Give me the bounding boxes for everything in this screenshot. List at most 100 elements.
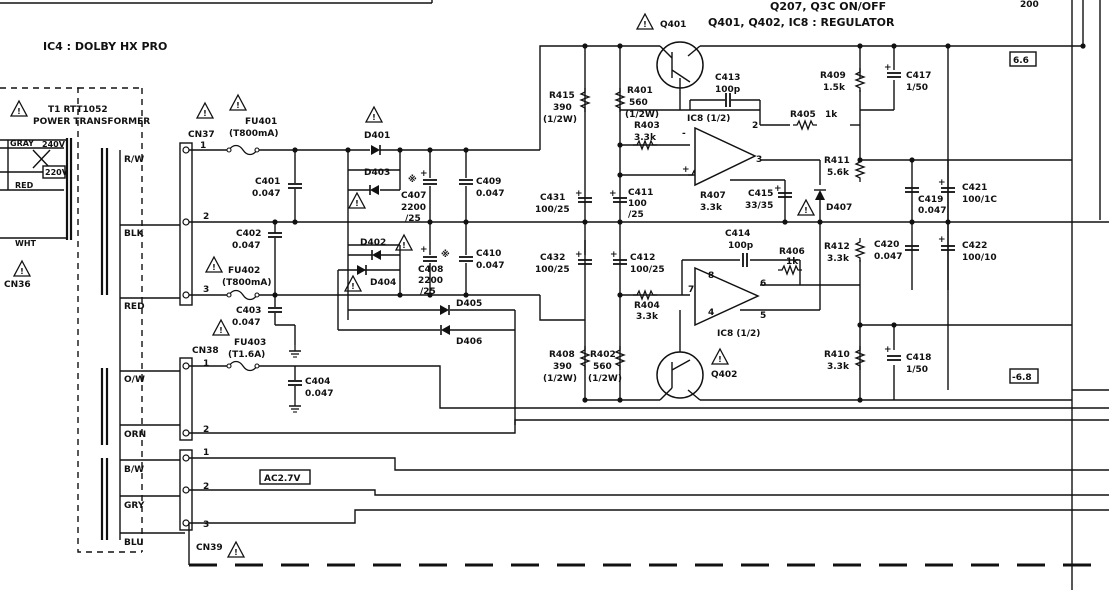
svg-text:C411: C411 [628,188,653,198]
svg-text:100: 100 [628,199,647,209]
svg-text:5.6k: 5.6k [827,168,850,178]
rail-neg-box: -6.8 [1009,368,1039,384]
svg-text:D406: D406 [456,337,482,347]
svg-text:(T800mA): (T800mA) [229,129,279,139]
svg-text:R412: R412 [824,242,850,252]
svg-text:C413: C413 [715,73,740,83]
svg-text:R401: R401 [627,86,653,96]
svg-text:1: 1 [200,141,206,151]
svg-text:Q402: Q402 [711,370,737,380]
capacitor-c415: + C415 33/35 [745,184,793,211]
cn37-label: CN37 [188,130,215,140]
fuse-fu401: FU401 (T800mA) [226,94,279,156]
capacitor-c419: C419 0.047 [904,187,946,216]
diode-d405: D405 [439,299,482,316]
svg-text:IC8 (1/2): IC8 (1/2) [687,114,730,124]
rail-pos-box: 6.6 [1009,51,1037,67]
svg-text:+: + [609,189,617,199]
header-top-text: Q207, Q3C ON/OFF [770,0,886,13]
svg-text:6: 6 [760,279,766,289]
capacitor-c407: + ※ C407 2200 /25 [401,169,438,224]
t1-wht: WHT [15,239,37,248]
t1-gray: GRAY [10,139,34,148]
svg-text:3.3k: 3.3k [636,312,659,322]
connector-cn37: CN37 1 2 3 [179,102,215,306]
connector-cn38: CN38 1 2 [179,346,219,441]
junction-dots [272,43,1086,403]
svg-text:0.047: 0.047 [476,189,504,199]
cn36-label: CN36 [4,280,31,290]
svg-text:0.047: 0.047 [232,318,260,328]
secondary-wire-labels: R/W BLK RED O/W ORN B/W GRY BLU [120,155,185,548]
transformer: GRAY 240V 220V RED WHT T1 RTT1052 POWER … [0,87,150,553]
svg-text:C419: C419 [918,195,943,205]
ac-voltage-box: AC2.7V [259,469,311,485]
svg-text:C401: C401 [255,177,280,187]
svg-text:3.3k: 3.3k [700,203,723,213]
svg-text:R405: R405 [790,110,816,120]
svg-text:/25: /25 [405,214,421,224]
svg-text:-: - [682,129,686,139]
svg-text:(1/2W): (1/2W) [588,374,622,384]
transformer-ref: T1 RTT1052 [48,105,108,115]
svg-text:8: 8 [708,271,714,281]
transistor-q402: Q402 [656,310,737,401]
svg-text:+: + [884,345,892,355]
svg-text:2200: 2200 [418,276,443,286]
svg-text:1.5k: 1.5k [823,83,846,93]
svg-text:+: + [938,178,946,188]
resistor-r405: R405 1k [790,110,838,130]
diode-d403: D403 [348,168,400,209]
resistor-r401: R401 560 (1/2W) [615,86,659,120]
svg-text:FU403: FU403 [234,338,266,348]
svg-text:D407: D407 [826,203,852,213]
opamp-ic8-upper: - + 2 3 IC8 (1/2) [682,114,762,187]
svg-text:C403: C403 [236,306,261,316]
svg-text:100/1C: 100/1C [962,195,997,205]
wire-red: RED [124,302,145,312]
header-top-right: 200 [1020,0,1039,10]
capacitor-c403: C403 0.047 [232,306,302,358]
svg-text:C410: C410 [476,249,501,259]
svg-text:3.3k: 3.3k [634,133,657,143]
resistor-r406: R406 1k [777,247,805,275]
svg-text:390: 390 [553,103,572,113]
svg-text:/25: /25 [628,210,644,220]
svg-text:D402: D402 [360,238,386,248]
svg-text:R404: R404 [634,301,660,311]
resistor-r412: R412 3.3k [824,237,865,264]
t1-220v: 220V [45,168,69,177]
svg-text:+: + [420,245,428,255]
svg-text:2: 2 [752,121,758,131]
svg-text:560: 560 [629,98,648,108]
svg-text:C432: C432 [540,253,565,263]
svg-text:33/35: 33/35 [745,201,773,211]
svg-text:2: 2 [203,425,209,435]
svg-text:R402: R402 [590,350,616,360]
svg-text:1: 1 [203,448,209,458]
capacitor-c411: + C411 100 /25 [609,188,653,220]
capacitor-c420: C420 0.047 [874,240,920,262]
svg-text:+: + [682,165,690,175]
capacitor-c404: C404 0.047 [287,366,333,413]
svg-text:0.047: 0.047 [918,206,946,216]
svg-text:D405: D405 [456,299,482,309]
svg-text:R408: R408 [549,350,575,360]
svg-text:560: 560 [593,362,612,372]
svg-text:※: ※ [441,249,450,260]
svg-text:100p: 100p [728,241,754,251]
diode-d401: D401 [364,106,390,156]
svg-text:(T1.6A): (T1.6A) [228,350,265,360]
capacitor-c414: C414 100p [725,229,754,268]
resistor-r415: R415 390 (1/2W) [543,87,590,125]
transformer-name: POWER TRANSFORMER [33,117,150,127]
svg-text:R407: R407 [700,191,726,201]
diode-d406: D406 [440,324,482,347]
svg-text:(1/2W): (1/2W) [625,110,659,120]
svg-text:1: 1 [203,359,209,369]
svg-text:+: + [774,184,782,194]
svg-text:+: + [575,189,583,199]
svg-text:1/50: 1/50 [906,83,928,93]
svg-text:/25: /25 [420,287,436,297]
